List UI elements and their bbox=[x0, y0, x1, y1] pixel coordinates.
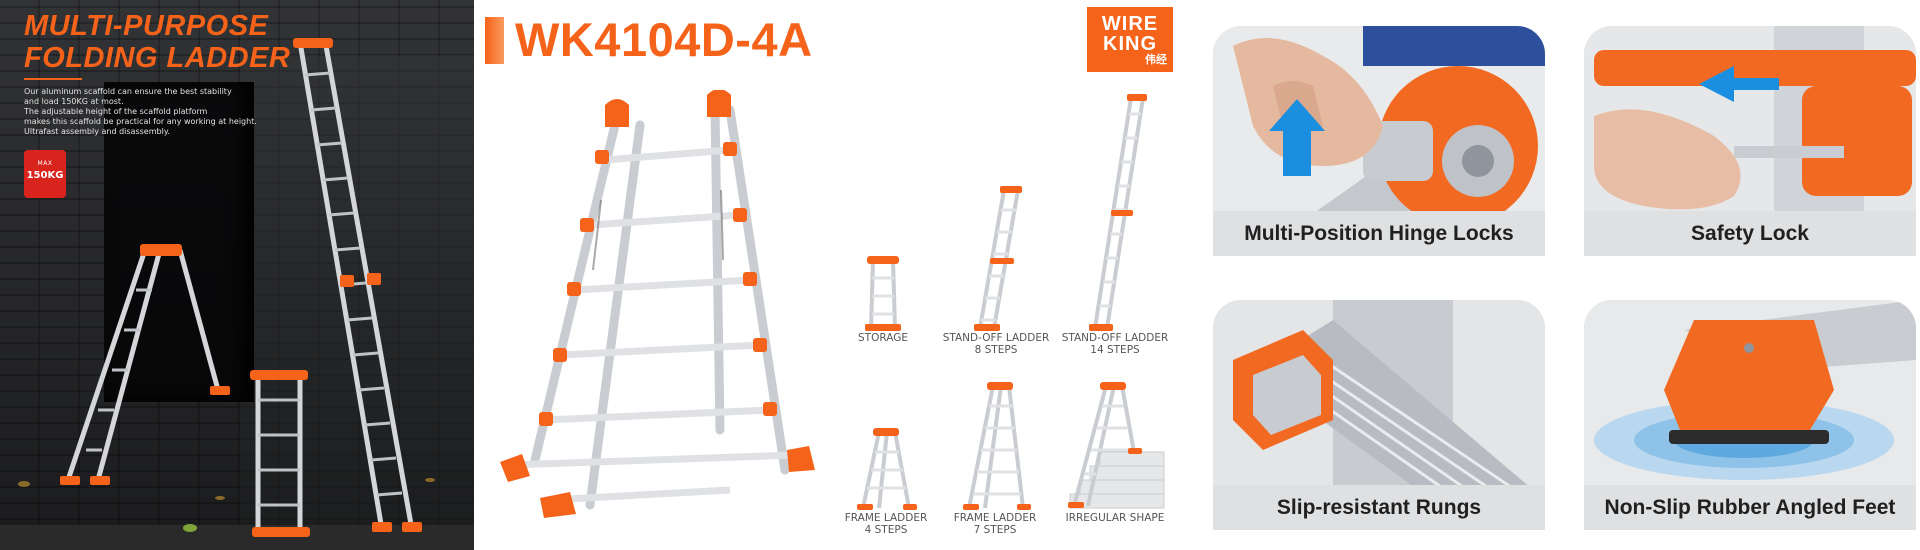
mode-standoff-14-image bbox=[1089, 94, 1147, 331]
feature-caption-rungs: Slip-resistant Rungs bbox=[1213, 485, 1545, 530]
hero-title: MULTI-PURPOSE FOLDING LADDER bbox=[24, 10, 290, 74]
mode-irregular: IRREGULAR SHAPE bbox=[1055, 378, 1175, 524]
feature-caption-rubber-feet: Non-Slip Rubber Angled Feet bbox=[1584, 485, 1916, 530]
feature-tile-rubber-feet: Non-Slip Rubber Angled Feet bbox=[1584, 300, 1916, 530]
brand-logo: WIRE KING 伟经 bbox=[1087, 7, 1173, 72]
feature-caption-hinge: Multi-Position Hinge Locks bbox=[1213, 211, 1545, 256]
mode-frame-4: FRAME LADDER 4 STEPS bbox=[826, 424, 946, 536]
badge-label: MAX bbox=[37, 160, 53, 167]
feature-tile-safety-lock: Safety Lock bbox=[1584, 26, 1916, 256]
floor bbox=[0, 525, 474, 550]
max-load-badge: MAX 150KG bbox=[24, 150, 66, 198]
main-ladder-image bbox=[500, 90, 815, 518]
model-number: WK4104D-4A bbox=[515, 13, 813, 66]
hero-ladders-illustration bbox=[18, 38, 435, 537]
title-accent-bar bbox=[485, 17, 504, 64]
hero-title-line1: MULTI-PURPOSE bbox=[24, 10, 269, 42]
mode-storage-image bbox=[865, 256, 901, 331]
mode-standoff-8: STAND-OFF LADDER 8 STEPS bbox=[936, 182, 1056, 356]
hero-panel: MULTI-PURPOSE FOLDING LADDER Our aluminu… bbox=[0, 0, 474, 550]
mode-frame-4-image bbox=[857, 428, 917, 510]
feature-caption-safety-lock: Safety Lock bbox=[1584, 211, 1916, 256]
hero-divider bbox=[24, 78, 82, 80]
mode-frame-7-image bbox=[963, 382, 1031, 510]
mode-frame-7: FRAME LADDER 7 STEPS bbox=[935, 378, 1055, 536]
mode-irregular-image bbox=[1068, 382, 1165, 509]
feature-tile-rungs: Slip-resistant Rungs bbox=[1213, 300, 1545, 530]
badge-value: 150KG bbox=[26, 170, 64, 181]
feature-tile-hinge: Multi-Position Hinge Locks bbox=[1213, 26, 1545, 256]
mode-storage: STORAGE bbox=[823, 250, 943, 344]
hero-title-line2: FOLDING LADDER bbox=[24, 42, 291, 74]
hero-description: Our aluminum scaffold can ensure the bes… bbox=[24, 87, 257, 136]
mode-standoff-14: STAND-OFF LADDER 14 STEPS bbox=[1055, 92, 1175, 356]
mode-standoff-8-image bbox=[974, 186, 1022, 331]
